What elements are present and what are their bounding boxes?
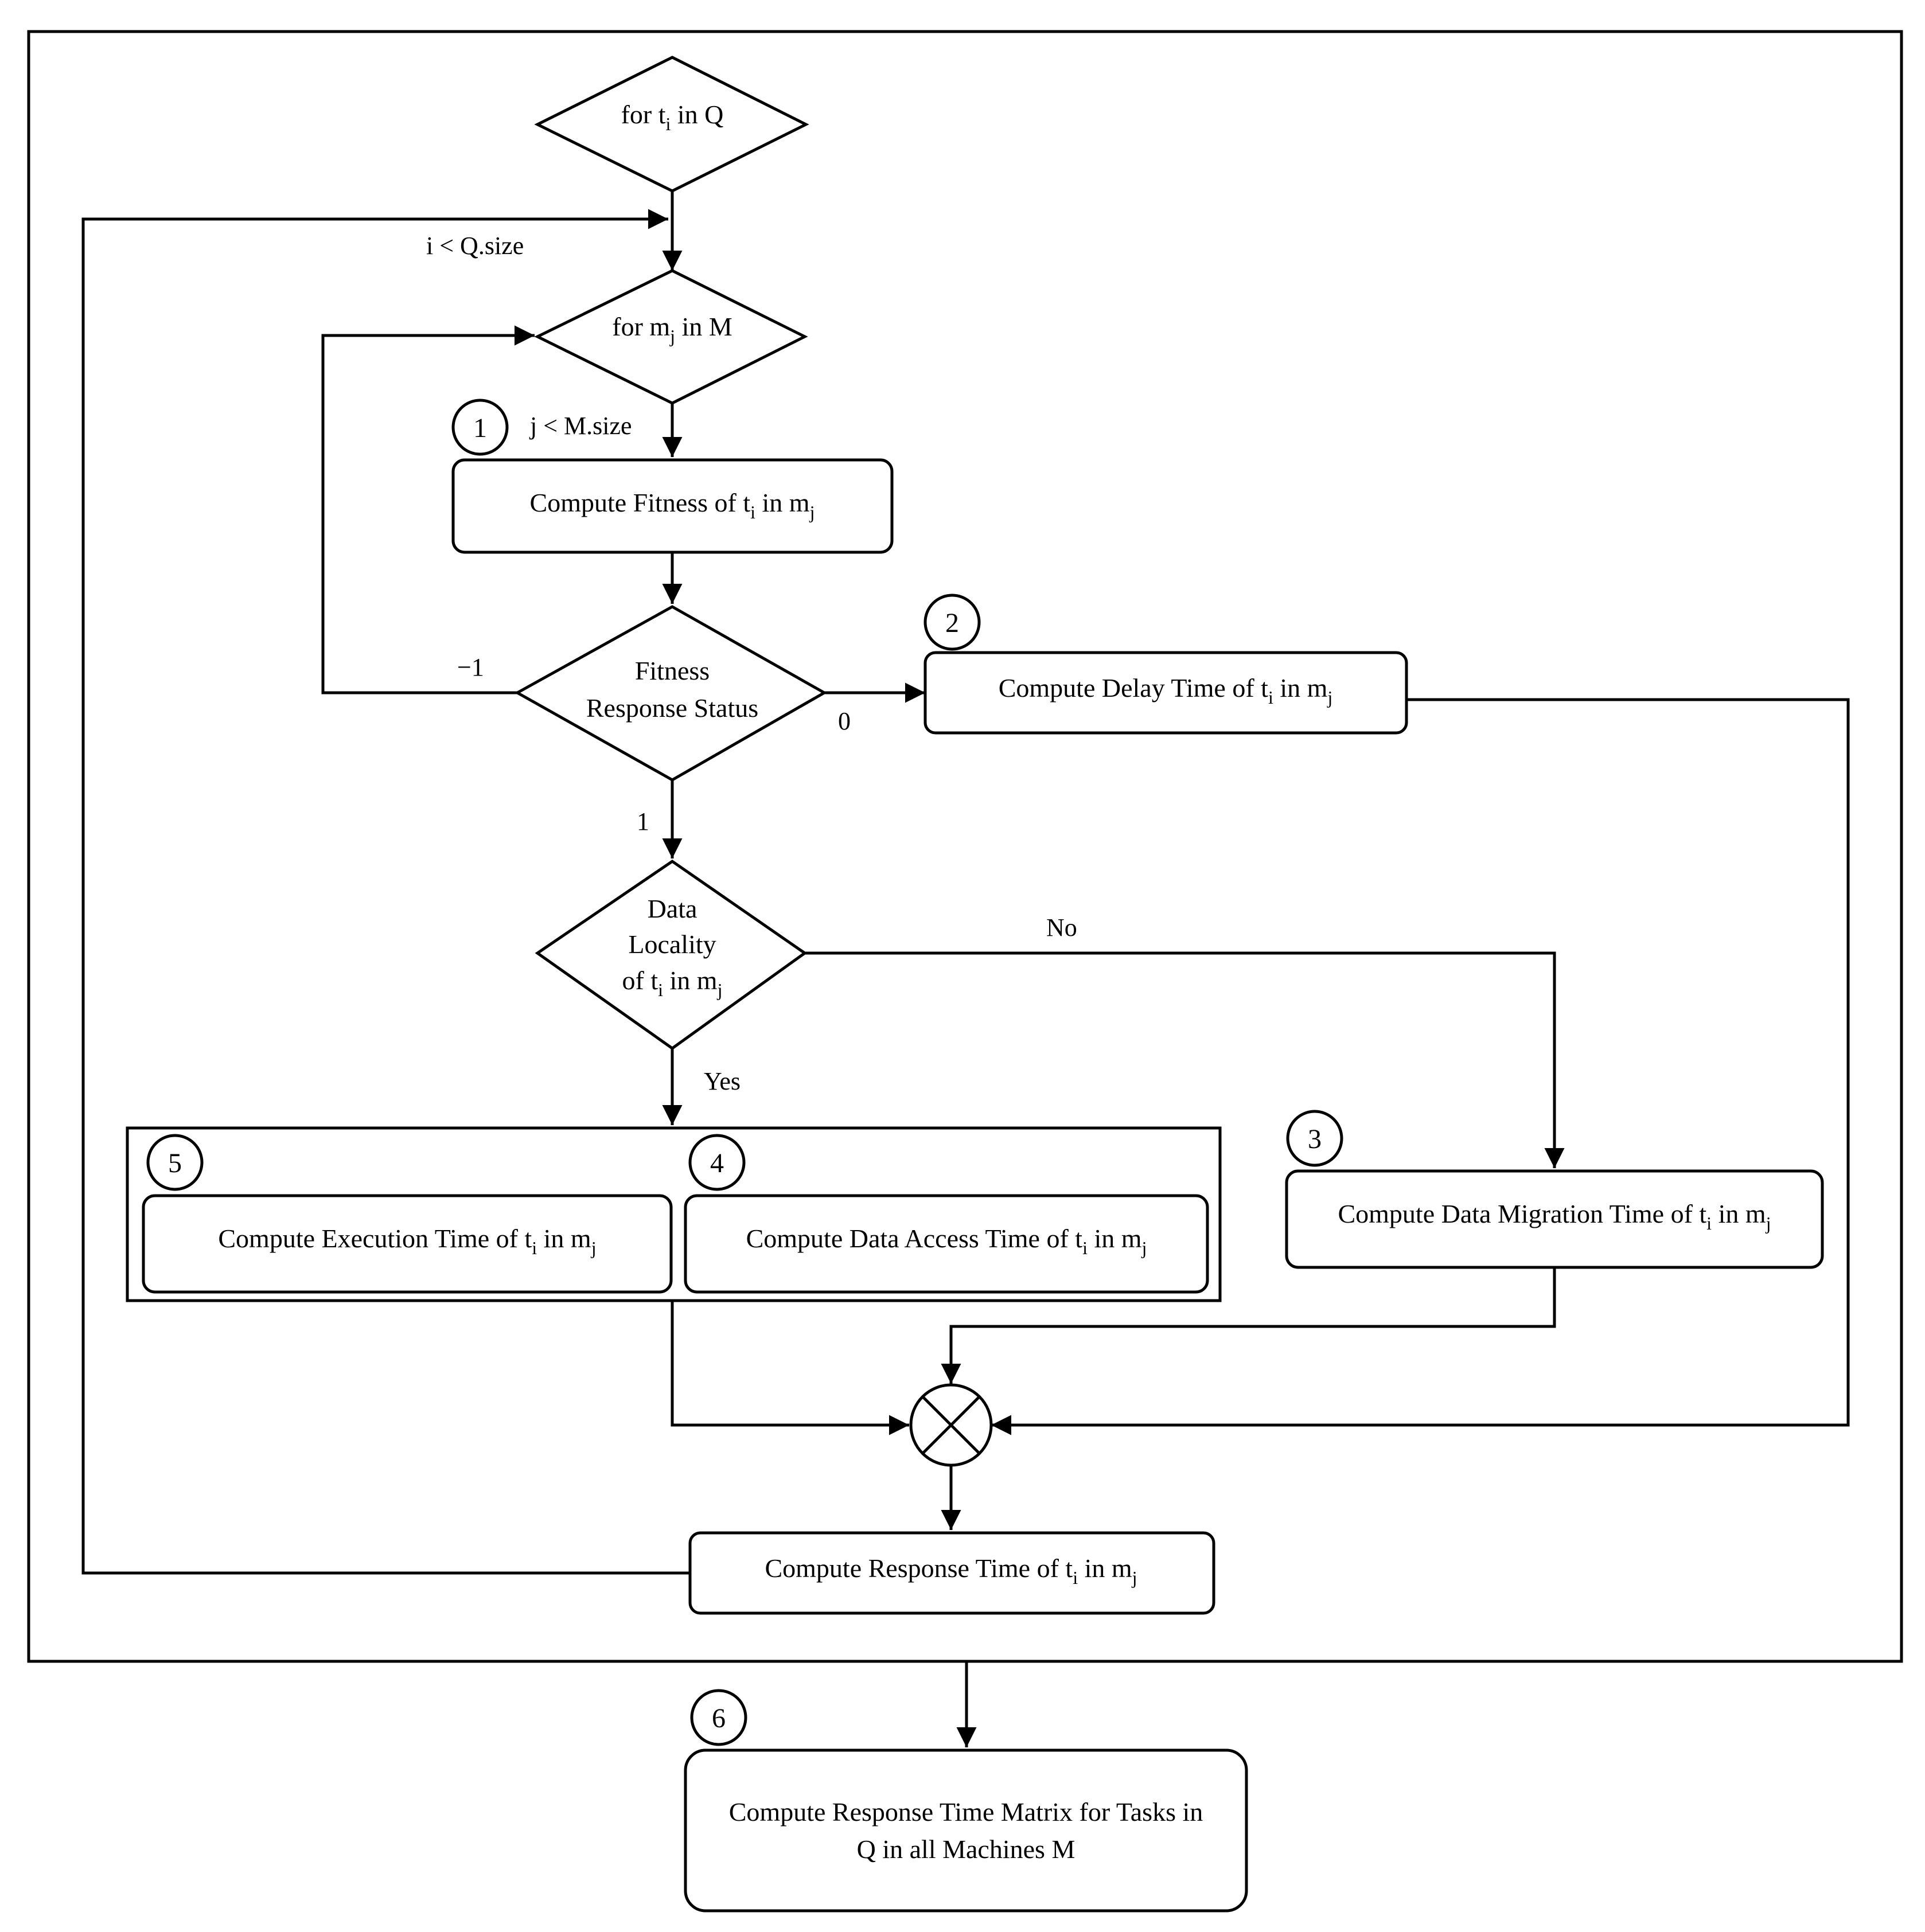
edge-label-one: 1 (637, 807, 649, 836)
process-compute-delay (923, 651, 1408, 735)
decision-fitness-status-line1: Fitness (635, 656, 710, 685)
svg-text:1: 1 (473, 413, 487, 443)
decision-loop-q (534, 56, 809, 193)
step-badge-4: 4 (688, 1134, 746, 1191)
svg-text:4: 4 (710, 1148, 724, 1178)
process-compute-delay-label: Compute Delay Time of ti in mj (999, 673, 1333, 708)
process-response-matrix-line2: Q in all Machines M (857, 1835, 1075, 1864)
arrow-group-to-merge (671, 1301, 909, 1435)
edge-label-yes: Yes (704, 1067, 741, 1095)
decision-fitness-status-line2: Response Status (586, 693, 758, 723)
edge-label-i-condition: i < Q.size (426, 232, 524, 260)
step-badge-3: 3 (1286, 1110, 1343, 1167)
decision-fitness-status (514, 605, 828, 782)
process-compute-execution (142, 1194, 673, 1294)
edge-label-zero: 0 (838, 707, 851, 735)
step-badge-2: 2 (923, 594, 981, 651)
decision-data-locality (535, 859, 808, 1051)
decision-data-locality-line3: of ti in mj (622, 966, 723, 1000)
edge-label-j-condition: j < M.size (529, 412, 632, 440)
process-response-matrix-line1: Compute Response Time Matrix for Tasks i… (729, 1797, 1203, 1826)
decision-loop-q-label: for ti in Q (621, 100, 724, 134)
arrow-response-loop-back (81, 209, 690, 1575)
process-compute-fitness (451, 458, 894, 554)
decision-loop-m-label: for mj in M (612, 312, 732, 346)
arrow-migration-to-merge (941, 1269, 1556, 1384)
edge-label-minus-one: −1 (457, 653, 484, 681)
decision-data-locality-line2: Locality (628, 930, 716, 959)
decision-loop-m (534, 269, 808, 405)
arrow-delay-to-merge (991, 698, 1850, 1435)
arrow-status-minus1-loop (321, 325, 535, 694)
step-badge-1: 1 (451, 399, 509, 456)
process-compute-data-migration-label: Compute Data Migration Time of ti in mj (1338, 1199, 1771, 1234)
svg-text:2: 2 (945, 608, 959, 638)
step-badge-5: 5 (146, 1134, 204, 1191)
process-response-matrix (684, 1748, 1248, 1913)
process-compute-response-label: Compute Response Time of ti in mj (765, 1554, 1137, 1588)
process-compute-data-access (684, 1194, 1209, 1294)
process-compute-execution-label: Compute Execution Time of ti in mj (218, 1224, 596, 1258)
process-compute-fitness-label: Compute Fitness of ti in mj (530, 488, 815, 522)
process-compute-data-migration (1285, 1169, 1824, 1269)
step-badge-6: 6 (690, 1689, 747, 1746)
arrow-locality-no-to-migration (805, 951, 1565, 1168)
process-compute-data-access-label: Compute Data Access Time of ti in mj (746, 1224, 1147, 1258)
svg-text:6: 6 (712, 1703, 726, 1734)
process-compute-response (688, 1531, 1215, 1615)
edge-label-no: No (1046, 914, 1077, 942)
svg-text:3: 3 (1308, 1124, 1322, 1154)
merge-junction-icon (909, 1383, 993, 1467)
decision-data-locality-line1: Data (648, 894, 697, 923)
svg-text:5: 5 (168, 1148, 182, 1178)
